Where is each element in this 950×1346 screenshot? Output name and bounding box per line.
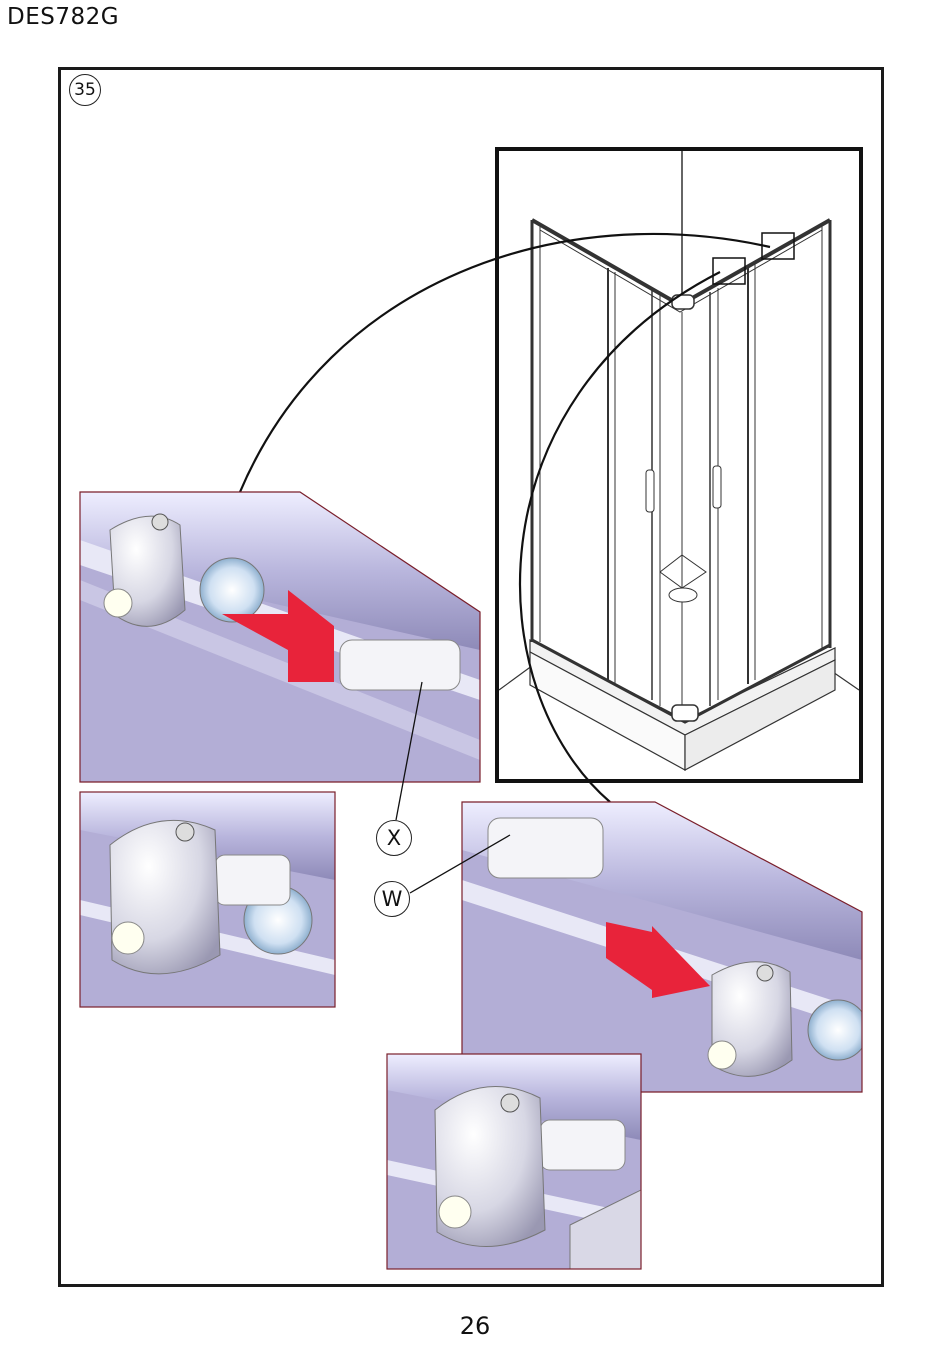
callout-w: W — [374, 881, 410, 917]
detail-panel-3 — [462, 802, 868, 1092]
detail-panel-4 — [387, 1054, 641, 1269]
callout-x: X — [376, 820, 412, 856]
detail-panel-1 — [80, 492, 480, 782]
page-number: 26 — [0, 1312, 950, 1340]
detail-panel-2 — [80, 792, 335, 1007]
